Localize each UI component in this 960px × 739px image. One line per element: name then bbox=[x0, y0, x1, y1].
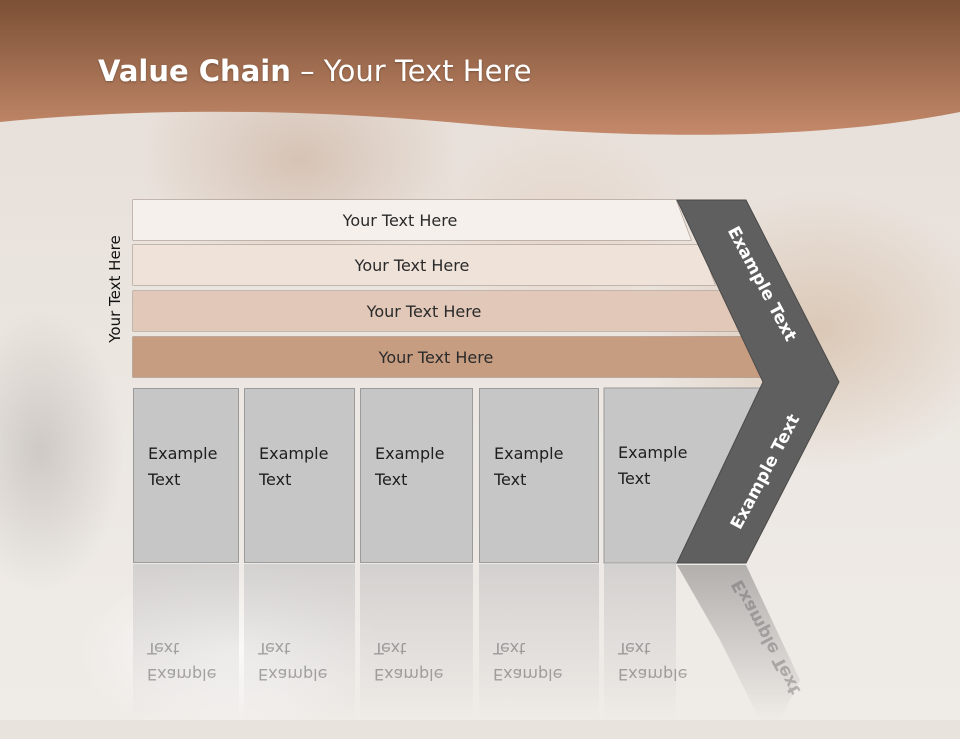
activity-box-5-line1: Example bbox=[618, 443, 688, 462]
band-4: Your Text Here bbox=[133, 337, 763, 377]
activity-box-5-line2: Text bbox=[618, 469, 651, 488]
activity-box-5: Example Text bbox=[604, 388, 724, 563]
band-4-label: Your Text Here bbox=[378, 347, 494, 367]
activity-box-3: Example Text bbox=[360, 388, 473, 563]
activity-box-1-line2: Text bbox=[148, 470, 181, 489]
slide-title: Value Chain – Your Text Here bbox=[98, 54, 532, 88]
chevron-shape bbox=[676, 199, 840, 564]
activity-box-2: Example Text bbox=[244, 388, 355, 563]
chevron-reflection bbox=[677, 565, 800, 720]
band-2: Your Text Here bbox=[133, 245, 715, 285]
band-1-label: Your Text Here bbox=[342, 210, 458, 230]
activity-box-1: Example Text bbox=[133, 388, 239, 563]
chevron-layer bbox=[603, 199, 840, 720]
band-2-label: Your Text Here bbox=[354, 255, 470, 275]
activity-box-4-line1: Example bbox=[494, 444, 564, 463]
activity-box-3-line2: Text bbox=[375, 470, 408, 489]
activity-box-1-line1: Example bbox=[148, 444, 218, 463]
band-1: Your Text Here bbox=[133, 200, 691, 240]
band-3: Your Text Here bbox=[133, 291, 739, 331]
activity-box-4: Example Text bbox=[479, 388, 599, 563]
title-rest: – Your Text Here bbox=[290, 54, 532, 88]
band-3-label: Your Text Here bbox=[366, 301, 482, 321]
title-bold: Value Chain bbox=[98, 54, 291, 88]
header-band bbox=[0, 0, 960, 135]
activity-box-2-line2: Text bbox=[259, 470, 292, 489]
activity-box-4-line2: Text bbox=[494, 470, 527, 489]
activity-box-3-line1: Example bbox=[375, 444, 445, 463]
activity-box-2-line1: Example bbox=[259, 444, 329, 463]
